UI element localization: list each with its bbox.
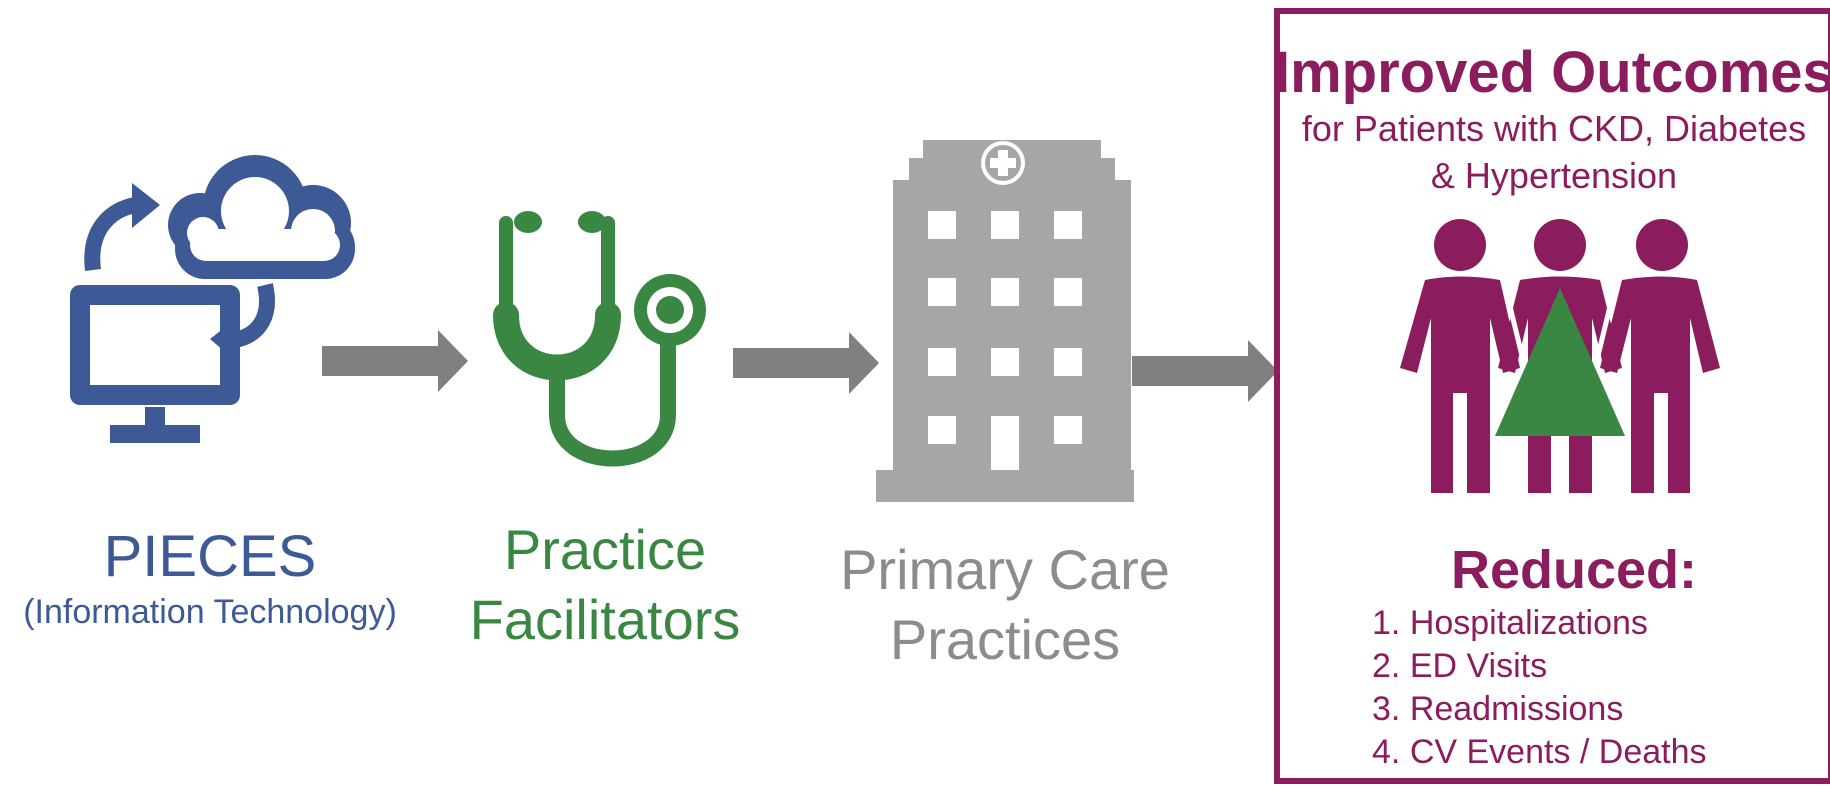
primary-care-practices-label-line1: Primary Care xyxy=(840,538,1170,601)
outcomes-subtitle-line1: for Patients with CKD, Diabetes xyxy=(1301,108,1807,149)
flow-arrow-3 xyxy=(1132,340,1278,402)
computer-cloud-sync-icon xyxy=(70,155,355,443)
hospital-building-icon xyxy=(876,140,1134,502)
list-item: 2. ED Visits xyxy=(1372,645,1707,688)
stethoscope-icon xyxy=(493,211,706,467)
pieces-label: PIECES xyxy=(103,524,317,589)
list-item-number: 3. xyxy=(1372,690,1401,728)
list-item: 4. CV Events / Deaths xyxy=(1372,731,1707,774)
list-item-text: Hospitalizations xyxy=(1409,604,1648,642)
list-item-text: CV Events / Deaths xyxy=(1409,733,1707,771)
green-triangle-icon xyxy=(1495,288,1625,436)
primary-care-practices-label-line2: Practices xyxy=(889,608,1121,671)
reduced-list: 1. Hospitalizations 2. ED Visits 3. Read… xyxy=(1372,602,1707,774)
list-item-number: 2. xyxy=(1372,647,1401,685)
information-technology-label: (Information Technology) xyxy=(23,593,397,631)
practice-facilitators-label-line1: Practice xyxy=(503,518,707,581)
patients-group-icon xyxy=(1400,219,1720,493)
list-item-number: 1. xyxy=(1372,604,1401,642)
list-item-number: 4. xyxy=(1372,733,1401,771)
practice-facilitators-label-line2: Facilitators xyxy=(469,588,741,651)
list-item-text: Readmissions xyxy=(1409,690,1624,728)
outcomes-title: Improved Outcomes xyxy=(1274,40,1830,105)
outcomes-panel xyxy=(1274,8,1830,784)
outcomes-subtitle-line2: & Hypertension xyxy=(1430,155,1678,196)
list-item: 3. Readmissions xyxy=(1372,688,1707,731)
flow-arrow-1 xyxy=(322,330,468,392)
flow-arrow-2 xyxy=(733,332,879,394)
list-item-text: ED Visits xyxy=(1409,647,1548,685)
reduced-heading: Reduced: xyxy=(1450,540,1698,600)
list-item: 1. Hospitalizations xyxy=(1372,602,1707,645)
